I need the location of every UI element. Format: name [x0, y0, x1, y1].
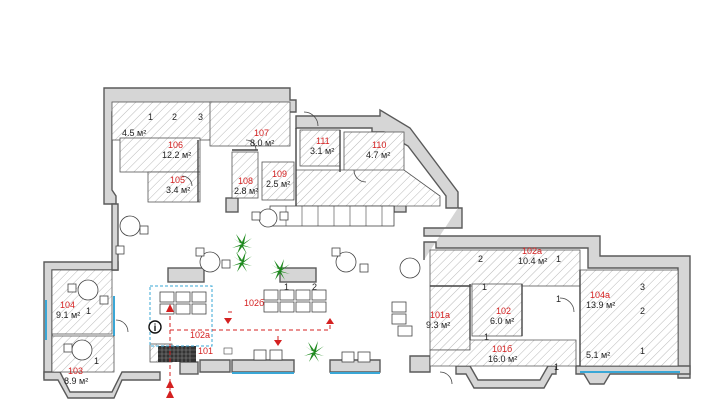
room-top-left: [111, 101, 213, 141]
info-icon: i: [148, 320, 162, 334]
room-104a: [579, 269, 679, 367]
seat-number: 1: [284, 282, 289, 292]
seat-number: 2: [478, 254, 483, 264]
doors: [115, 111, 575, 385]
room-111-number: 111: [316, 136, 330, 146]
room-110-number: 110: [372, 140, 386, 150]
plant-icon: [232, 233, 324, 362]
room-111-area: 3.1 м²: [310, 146, 334, 156]
room-104-number: 104: [60, 300, 75, 310]
corridor-top: [295, 169, 441, 207]
room-110-area: 4.7 м²: [366, 150, 390, 160]
room-101a-number: 101a: [430, 310, 450, 320]
seat-number: 3: [640, 282, 645, 292]
room-103-area: 8.9 м²: [64, 376, 88, 386]
seat-number: 1: [148, 112, 153, 122]
room-107-area: 8.0 м²: [250, 138, 274, 148]
rooms: [51, 101, 679, 373]
info-symbol-text: i: [154, 323, 157, 334]
seat-number: 1: [482, 282, 487, 292]
room-111: [299, 129, 341, 167]
room-102a-right: [429, 249, 581, 287]
seat-number: 1: [94, 356, 99, 366]
seat-number: 1: [484, 332, 489, 342]
room-104a-area: 13.9 м²: [586, 300, 615, 310]
room-101b-area: 16.0 м²: [488, 354, 517, 364]
room-107-number: 107: [254, 128, 269, 138]
room-103-number: 103: [68, 366, 83, 376]
room-105-number: 105: [170, 175, 185, 185]
room-101b-number: 101б: [492, 344, 512, 354]
zone-102a-outline: [149, 285, 213, 347]
room-102a-number: 102а: [190, 330, 210, 340]
room-109-area: 2.5 м²: [266, 179, 290, 189]
open-space-desks: [253, 289, 413, 363]
room-104a-number: 104a: [590, 290, 610, 300]
room-102a-right-number: 102a: [522, 246, 542, 256]
seat-number: 2: [312, 282, 317, 292]
lockers: [159, 205, 395, 315]
windows: [45, 296, 680, 374]
room-109: [261, 161, 295, 201]
seat-number: 2: [172, 112, 177, 122]
room-106-number: 106: [168, 140, 183, 150]
room-110: [343, 131, 405, 173]
room-108-area: 2.8 м²: [234, 186, 258, 196]
room-top-left-area: 4.5 м²: [122, 128, 146, 138]
room-104-area: 9.1 м²: [56, 310, 80, 320]
evacuation-route: [166, 304, 334, 398]
room-101a-area: 9.3 м²: [426, 320, 450, 330]
round-tables: [63, 208, 421, 361]
partitions: [197, 128, 581, 366]
room-105-area: 3.4 м²: [166, 185, 190, 195]
room-108: [231, 151, 259, 199]
seat-number: 3: [198, 112, 203, 122]
room-102-area: 6.0 м²: [490, 316, 514, 326]
seat-number: 1: [556, 254, 561, 264]
room-108-number: 108: [238, 176, 253, 186]
room-107: [209, 101, 291, 147]
seat-numbers: 1 2 3 1 1 2 2 1 1 1 3 2 1 1 1 1: [86, 112, 645, 372]
room-labels: 106 12.2 м² 107 8.0 м² 111 3.1 м² 110 4.…: [56, 128, 615, 386]
room-101b: [429, 339, 577, 367]
small-box: [223, 347, 233, 355]
seat-number: 1: [554, 362, 559, 372]
room-102a-right-area: 10.4 м²: [518, 256, 547, 266]
room-102b-number: 102б: [244, 298, 264, 308]
seat-number: 1: [556, 294, 561, 304]
room-101-number: 101: [198, 346, 213, 356]
room-105: [147, 171, 201, 203]
room-102-number: 102: [496, 306, 511, 316]
room-109-number: 109: [272, 169, 287, 179]
seat-number: 1: [640, 346, 645, 356]
room-102: [471, 283, 523, 337]
seat-number: 1: [86, 306, 91, 316]
room-104a-lower-area: 5.1 м²: [586, 350, 610, 360]
room-106: [119, 137, 201, 173]
room-106-area: 12.2 м²: [162, 150, 191, 160]
building-walls: [43, 87, 691, 399]
seat-number: 2: [640, 306, 645, 316]
